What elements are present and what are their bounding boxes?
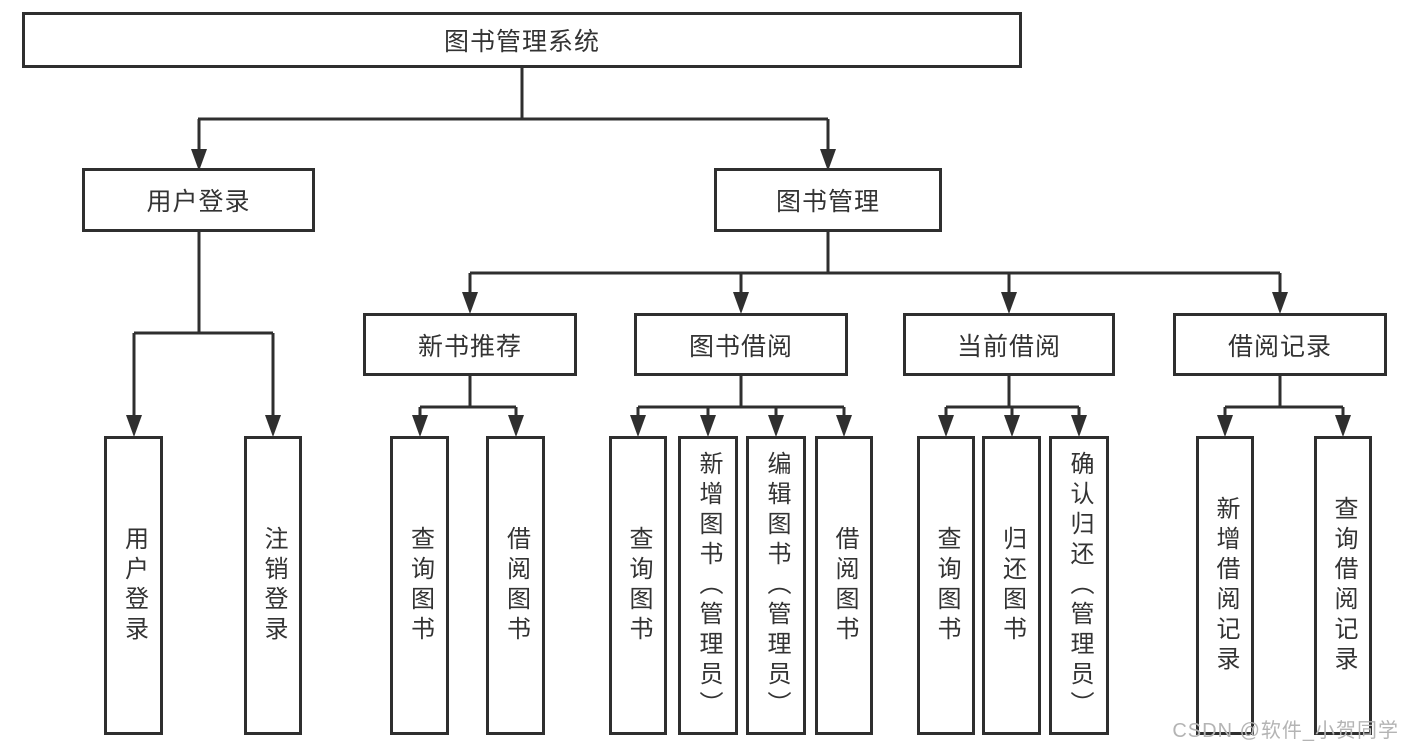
node-new-book-recommend: 新书推荐 xyxy=(363,313,577,376)
leaf-query-borrow-record: 查询借阅记录 xyxy=(1314,436,1372,735)
leaf-query-books-current: 查询图书 xyxy=(917,436,975,735)
connector-borrow-records xyxy=(1223,376,1345,416)
arrowheads xyxy=(126,149,1351,437)
leaf-logout: 注销登录 xyxy=(244,436,302,735)
node-book-management: 图书管理 xyxy=(714,168,942,232)
leaf-borrow-books-borrowing: 借阅图书 xyxy=(815,436,873,735)
node-user-login: 用户登录 xyxy=(82,168,315,232)
connector-book-management xyxy=(468,232,1282,293)
leaf-return-books: 归还图书 xyxy=(982,436,1041,735)
connector-current-borrowing xyxy=(944,376,1081,416)
leaf-borrow-books-recommend: 借阅图书 xyxy=(486,436,545,735)
connector-root xyxy=(197,66,830,150)
leaf-edit-book-admin: 编辑图书（管理员） xyxy=(746,436,806,735)
connector-book-borrowing xyxy=(636,376,846,416)
leaf-query-books-borrowing: 查询图书 xyxy=(609,436,667,735)
leaf-confirm-return-admin: 确认归还（管理员） xyxy=(1049,436,1109,735)
node-current-borrowing: 当前借阅 xyxy=(903,313,1115,376)
node-library-management-system: 图书管理系统 xyxy=(22,12,1022,68)
connector-new-book-recommend xyxy=(418,376,518,416)
connector-user-login xyxy=(132,232,275,416)
leaf-add-book-admin: 新增图书（管理员） xyxy=(678,436,738,735)
leaf-add-borrow-record: 新增借阅记录 xyxy=(1196,436,1254,735)
node-book-borrowing: 图书借阅 xyxy=(634,313,848,376)
node-borrow-records: 借阅记录 xyxy=(1173,313,1387,376)
leaf-query-books-recommend: 查询图书 xyxy=(390,436,449,735)
watermark: CSDN @软件_小贺同学 xyxy=(1172,720,1399,742)
leaf-user-login: 用户登录 xyxy=(104,436,163,735)
